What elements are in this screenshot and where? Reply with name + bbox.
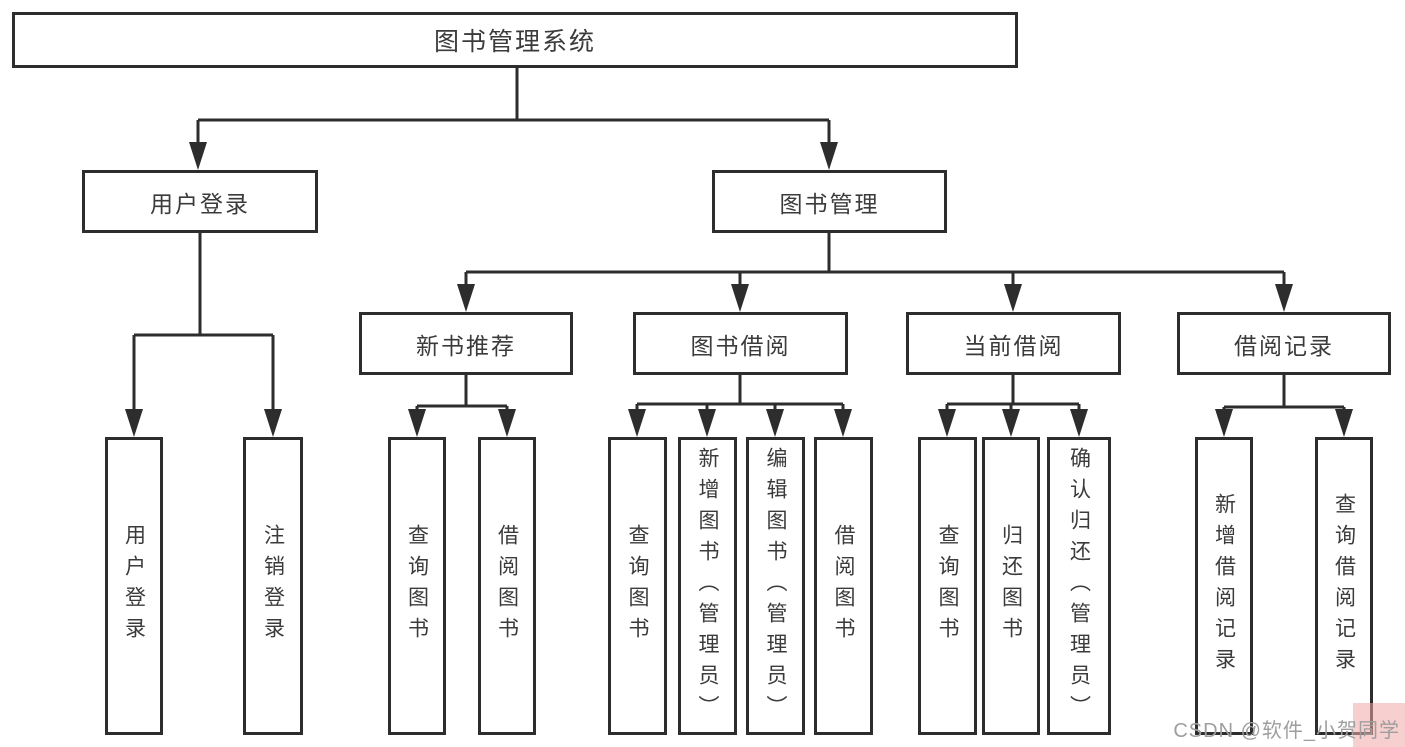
leaf-logout: 注销登录 [243, 437, 303, 735]
leaf-return-books-label: 归还图书 [999, 524, 1023, 648]
leaf-query-borrow-record-label: 查询借阅记录 [1332, 493, 1356, 679]
leaf-add-book-admin-label: 新增图书（管理员） [696, 446, 719, 726]
leaf-return-books: 归还图书 [982, 437, 1040, 735]
node-book-borrowing: 图书借阅 [633, 312, 848, 375]
node-book-management-label: 图书管理 [779, 190, 880, 217]
leaf-borrow-books: 借阅图书 [814, 437, 873, 735]
node-current-borrowing: 当前借阅 [906, 312, 1121, 375]
leaf-add-book-admin: 新增图书（管理员） [678, 437, 737, 735]
node-borrowing-records-label: 借阅记录 [1234, 332, 1334, 359]
leaf-query-books-recommend: 查询图书 [388, 437, 446, 735]
node-borrowing-records: 借阅记录 [1177, 312, 1391, 375]
leaf-logout-label: 注销登录 [261, 524, 285, 648]
leaf-query-books-recommend-label: 查询图书 [405, 524, 429, 648]
leaf-query-borrow-record: 查询借阅记录 [1315, 437, 1373, 735]
leaf-edit-book-admin-label: 编辑图书（管理员） [764, 446, 787, 726]
connector-book-management [464, 233, 1286, 288]
watermark-background-patch [1353, 703, 1405, 747]
leaf-user-login-label: 用户登录 [122, 524, 146, 648]
leaf-add-borrow-record: 新增借阅记录 [1195, 437, 1253, 735]
leaf-query-books-borrowing-label: 查询图书 [626, 524, 649, 648]
connector-root [196, 68, 831, 146]
leaf-borrow-books-recommend-label: 借阅图书 [495, 524, 519, 648]
node-current-borrowing-label: 当前借阅 [963, 332, 1064, 359]
leaf-query-books-borrowing: 查询图书 [608, 437, 667, 735]
arrowheads [125, 142, 1353, 437]
connector-new-book-recommendation [415, 375, 509, 412]
leaf-confirm-return-admin-label: 确认归还（管理员） [1067, 446, 1091, 726]
node-root-label: 图书管理系统 [433, 28, 596, 56]
node-new-book-recommendation-label: 新书推荐 [416, 332, 516, 359]
leaf-borrow-books-recommend: 借阅图书 [478, 437, 536, 735]
leaf-confirm-return-admin: 确认归还（管理员） [1047, 437, 1111, 735]
leaf-edit-book-admin: 编辑图书（管理员） [746, 437, 805, 735]
node-book-borrowing-label: 图书借阅 [690, 332, 791, 359]
leaf-borrow-books-label: 借阅图书 [832, 524, 855, 648]
node-new-book-recommendation: 新书推荐 [359, 312, 573, 375]
node-user-login-label: 用户登录 [150, 190, 250, 217]
leaf-user-login: 用户登录 [105, 437, 163, 735]
node-root-library-system: 图书管理系统 [12, 12, 1018, 68]
leaf-query-books-current: 查询图书 [918, 437, 977, 735]
node-user-login: 用户登录 [82, 170, 318, 233]
watermark: CSDN @软件_小贺同学 [1173, 720, 1400, 742]
node-book-management: 图书管理 [712, 170, 947, 233]
connector-borrowing-records [1222, 375, 1346, 413]
connector-user-login [132, 233, 275, 413]
leaf-query-books-current-label: 查询图书 [936, 524, 959, 648]
connector-book-borrowing [635, 375, 845, 412]
connector-current-borrowing [945, 375, 1081, 412]
leaf-add-borrow-record-label: 新增借阅记录 [1212, 493, 1236, 679]
